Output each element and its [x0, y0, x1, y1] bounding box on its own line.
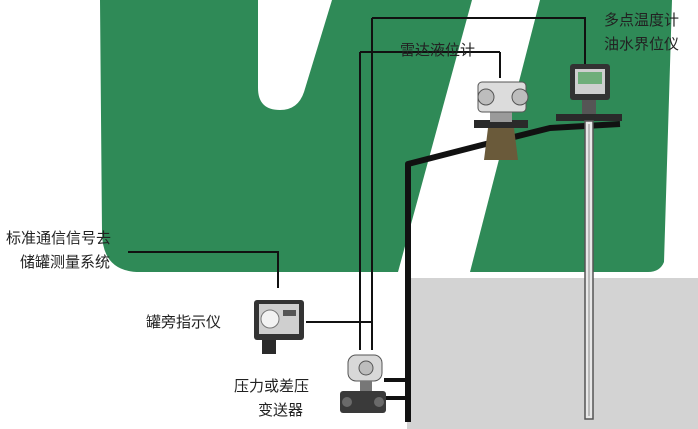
brand-green-shape [100, 0, 672, 272]
impulse-lines [384, 378, 410, 400]
label-transmitter-line1: 压力或差压 [234, 377, 310, 395]
label-standard-comm-line1: 标准通信信号去 [6, 229, 112, 247]
tank-side-display-icon [254, 300, 304, 354]
tank-roof-line [405, 121, 621, 422]
pressure-transmitter-icon [340, 354, 386, 413]
label-standard-comm-line2: 储罐测量系统 [20, 253, 111, 271]
label-multipoint-temp-line2: 油水界位仪 [604, 35, 680, 53]
label-transmitter-line2: 变送器 [258, 401, 304, 419]
temperature-probe-icon [556, 64, 622, 420]
brand-white-stripe [398, 0, 540, 272]
brand-white-slot [258, 0, 332, 110]
tank-liquid [407, 278, 698, 429]
radar-gauge-icon [474, 81, 529, 160]
label-tank-side-indicator: 罐旁指示仪 [146, 313, 222, 331]
label-radar-level-meter: 雷达液位计 [400, 41, 476, 59]
label-multipoint-temp-line1: 多点温度计 [604, 11, 680, 29]
signal-wiring [128, 17, 586, 350]
